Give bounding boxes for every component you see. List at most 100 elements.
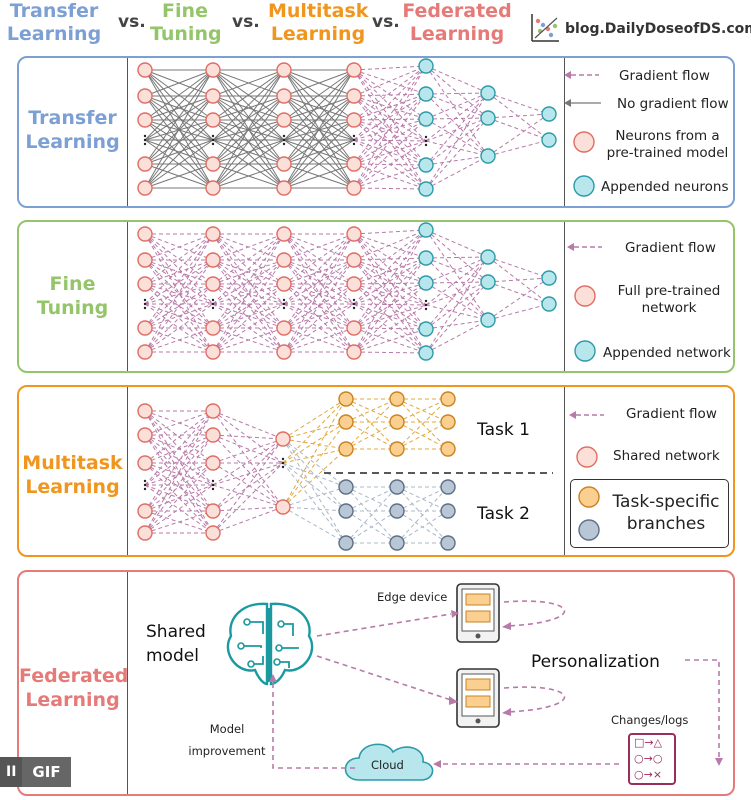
ellipsis-dot: [211, 134, 215, 138]
gradient-edge: [283, 233, 355, 353]
gradient-edge: [425, 256, 489, 330]
gradient-edge: [144, 233, 214, 305]
ellipsis-dot: [143, 306, 147, 310]
gradient-edge: [212, 462, 284, 534]
ellipsis-dot: [211, 306, 215, 310]
frozen-edge: [144, 69, 214, 165]
edge-device-label: Edge device: [377, 590, 448, 604]
pink-neuron: [346, 320, 362, 336]
task2-edge: [282, 462, 347, 488]
arrowhead: [449, 696, 458, 705]
frozen-edge: [212, 69, 285, 189]
gradient-edge: [144, 283, 214, 353]
pink-neuron: [205, 156, 221, 172]
task1-edge: [282, 438, 347, 450]
gradient-edge: [353, 229, 427, 235]
ellipsis-dot: [211, 487, 215, 491]
pink-neuron: [276, 88, 292, 104]
teal-neuron: [418, 58, 434, 74]
frozen-edge: [283, 95, 355, 141]
device-widget: [465, 610, 491, 623]
logs-row: ○→×: [634, 768, 662, 781]
gradient-edge: [212, 462, 284, 512]
legend-appended-neurons: Appended neurons: [601, 179, 729, 195]
gradient-edge: [487, 281, 550, 305]
gradient-edge: [425, 93, 489, 119]
ellipsis-dot: [143, 138, 147, 142]
gradient-edge: [353, 229, 427, 305]
gif-badge[interactable]: II GIF: [0, 757, 71, 787]
gradient-edge: [425, 155, 489, 190]
pink-neuron: [205, 503, 221, 519]
frozen-edge: [283, 95, 355, 121]
gradient-edge: [487, 277, 550, 321]
teal-neuron: [480, 249, 496, 265]
legend-gradient-flow: Gradient flow: [625, 240, 716, 256]
gradient-edge: [353, 257, 427, 261]
gradient-edge: [487, 139, 550, 157]
teal-neuron: [480, 312, 496, 328]
ellipsis-dot: [281, 457, 285, 461]
ellipsis-dot: [211, 142, 215, 146]
pause-icon[interactable]: II: [6, 764, 17, 780]
gradient-edge: [144, 434, 214, 534]
task1-edge: [396, 398, 449, 423]
teal-neuron: [541, 106, 557, 122]
gradient-edge: [212, 233, 285, 285]
task2-edge: [345, 486, 398, 512]
frozen-edge: [212, 163, 285, 189]
ellipsis-dot: [211, 138, 215, 142]
pink-neuron: [275, 499, 291, 515]
ellipsis-dot: [143, 302, 147, 306]
gradient-edge: [144, 462, 214, 486]
gradient-edge: [144, 410, 214, 534]
gradient-edge: [425, 256, 489, 259]
ellipsis-dot: [282, 134, 286, 138]
gradient-edge: [144, 410, 214, 512]
frozen-edge: [212, 139, 285, 189]
pink-neuron: [276, 112, 292, 128]
orange-neuron: [440, 391, 456, 407]
arrowhead: [433, 760, 441, 768]
pink-neuron: [573, 131, 595, 153]
pink-neuron: [205, 62, 221, 78]
ellipsis-dot: [352, 302, 356, 306]
legend-pretrained-neurons: Neurons from a pre-trained model: [606, 128, 729, 161]
gradient-edge: [425, 281, 489, 284]
gradient-edge: [212, 283, 285, 353]
pink-neuron: [346, 156, 362, 172]
gradient-edge: [144, 233, 214, 261]
grey-neuron: [338, 479, 354, 495]
gradient-edge: [283, 233, 355, 329]
fine-tuning-network: [137, 222, 602, 362]
task2-edge: [345, 510, 398, 544]
gradient-edge: [212, 410, 284, 508]
pink-neuron: [346, 112, 362, 128]
gradient-edge: [144, 484, 214, 512]
gradient-edge: [212, 484, 284, 508]
arrowhead: [269, 674, 277, 682]
ellipsis-dot: [424, 299, 428, 303]
gradient-edge: [353, 65, 427, 165]
pink-neuron: [276, 252, 292, 268]
gradient-edge: [283, 283, 355, 305]
gradient-edge: [283, 259, 355, 329]
teal-neuron: [574, 340, 596, 362]
pink-neuron: [137, 403, 153, 419]
gradient-edge: [144, 259, 214, 285]
gradient-edge: [144, 233, 214, 329]
task1-edge: [396, 398, 449, 423]
gradient-edge: [353, 233, 427, 354]
orange-neuron: [440, 414, 456, 430]
ellipsis-dot: [424, 143, 428, 147]
multitask-learning-panel: Multitask Learning Task 1 Task 2 Gradien…: [17, 385, 735, 557]
ellipsis-dot: [282, 302, 286, 306]
teal-neuron: [480, 85, 496, 101]
divider: [127, 387, 128, 555]
frozen-edge: [283, 69, 355, 121]
frozen-edge: [212, 95, 285, 165]
legend-task-branches: Task-specific branches: [612, 492, 720, 534]
brain-node: [275, 644, 283, 652]
gradient-edge: [425, 92, 489, 166]
gradient-edge: [425, 257, 489, 321]
